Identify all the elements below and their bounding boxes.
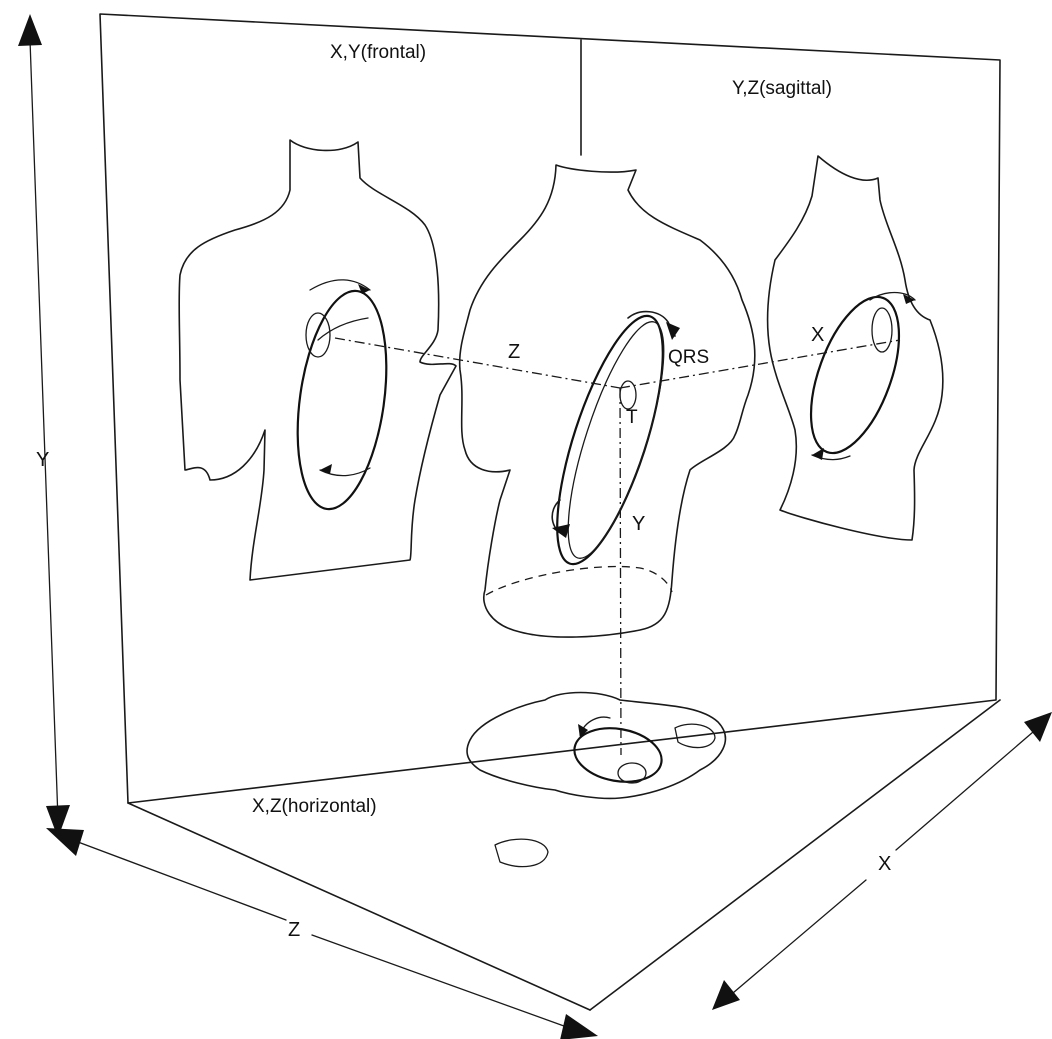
projection-lines (335, 338, 900, 755)
y-axis-arrow-up (18, 14, 42, 46)
x-axis-arrow-up (1024, 712, 1052, 742)
axis-y-outer-label: Y (36, 449, 49, 471)
center-torso (460, 165, 755, 637)
sagittal-plane-label: Y,Z(sagittal) (732, 78, 832, 99)
horizontal-projection (467, 693, 725, 867)
axis-x-outer-label: X (878, 853, 891, 875)
axis-z-inner-label: Z (508, 341, 520, 363)
axis-y-inner-label: Y (632, 513, 645, 535)
horizontal-plane-label: X,Z(horizontal) (252, 796, 377, 817)
z-axis-arrow-left (46, 828, 84, 856)
qrs-label: QRS (668, 347, 709, 368)
outer-axes (18, 14, 1052, 1039)
t-wave-label: T (626, 407, 638, 428)
x-axis-arrow-down (712, 980, 740, 1010)
projection-box (100, 14, 1000, 1010)
sagittal-torso (768, 156, 943, 540)
floor-front-edge (128, 803, 590, 1010)
axis-z-outer-label: Z (288, 919, 300, 941)
frontal-plane-label: X,Y(frontal) (330, 42, 426, 63)
floor-right-edge (590, 700, 1000, 1010)
frontal-torso (179, 140, 456, 580)
frontal-plane-frame (100, 14, 1000, 803)
z-axis-arrow-right (560, 1014, 598, 1039)
axis-x-inner-label: X (811, 324, 824, 346)
